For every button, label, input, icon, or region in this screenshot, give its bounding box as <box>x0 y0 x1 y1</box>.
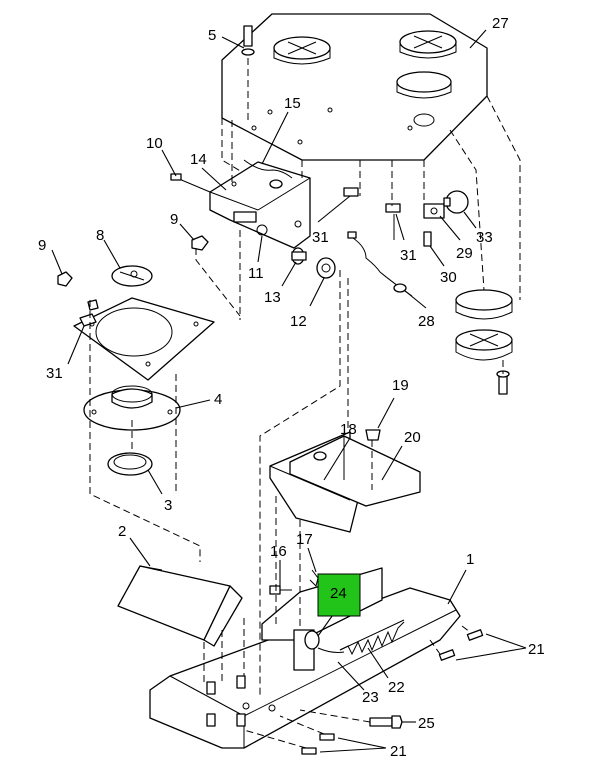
callout-19: 19 <box>392 377 409 394</box>
cover-20 <box>289 435 421 507</box>
callout-20: 20 <box>404 429 421 446</box>
lamp-ring-right <box>455 289 513 320</box>
screw-5 <box>241 25 255 56</box>
spring-22 <box>339 619 405 656</box>
assembly-lines <box>89 58 521 749</box>
housing-2 <box>117 565 243 647</box>
callout-24[interactable]: 24 <box>330 585 347 602</box>
screw-30 <box>423 231 432 247</box>
screw-19 <box>365 429 381 441</box>
harness-28 <box>347 231 413 297</box>
lens-ring-3 <box>107 452 153 476</box>
callout-1: 1 <box>466 551 474 568</box>
base-screws <box>206 675 246 727</box>
bolt-right <box>496 370 510 395</box>
clip-17 <box>309 569 319 587</box>
lamp-dome-right <box>455 329 513 361</box>
callout-11: 11 <box>248 265 264 282</box>
leader-lines <box>51 29 527 753</box>
bracket-14 <box>209 161 311 249</box>
nut-9-left <box>57 271 73 287</box>
grommet-13 <box>291 247 307 265</box>
callout-5: 5 <box>208 27 216 44</box>
bolt-21-upper <box>438 629 484 661</box>
callout-23: 23 <box>362 689 379 706</box>
screw-16 <box>269 585 292 595</box>
lamp-8 <box>111 265 153 287</box>
callout-labels: 5 27 15 10 14 9 9 8 31 4 3 11 31 13 12 3… <box>38 15 545 760</box>
callout-31-left: 31 <box>46 365 63 382</box>
clip-31-center <box>343 187 359 197</box>
socket-29 <box>423 203 445 219</box>
callout-2: 2 <box>118 523 126 540</box>
callout-29: 29 <box>456 245 473 262</box>
callout-27: 27 <box>492 15 509 32</box>
callout-9-left: 9 <box>38 237 46 254</box>
callout-30: 30 <box>440 269 457 286</box>
callout-21-right: 21 <box>528 641 545 658</box>
gasket-plate <box>73 297 215 381</box>
clip-31-right <box>385 203 401 240</box>
callout-3: 3 <box>164 497 172 514</box>
callout-28: 28 <box>418 313 435 330</box>
wire-15 <box>243 159 293 189</box>
nut-31-left <box>79 299 99 327</box>
rod-10 <box>170 173 211 193</box>
bulb-33 <box>443 190 469 214</box>
callout-31-center: 31 <box>312 229 329 246</box>
callout-31-right: 31 <box>400 247 417 264</box>
callout-16: 16 <box>270 543 287 560</box>
callout-18: 18 <box>340 421 357 438</box>
callout-15: 15 <box>284 95 301 112</box>
lens-12 <box>316 257 336 279</box>
top-plate-27 <box>221 13 488 161</box>
callout-4: 4 <box>214 391 222 408</box>
flange-4 <box>83 385 181 431</box>
bolt-25 <box>369 715 403 729</box>
highlight-box-24[interactable] <box>317 573 361 617</box>
callout-13: 13 <box>264 289 281 306</box>
callout-14: 14 <box>190 151 207 168</box>
callout-12: 12 <box>290 313 307 330</box>
callout-21-bottom: 21 <box>390 743 407 760</box>
callout-9-top: 9 <box>170 211 178 228</box>
callout-25: 25 <box>418 715 435 732</box>
nut-9 <box>191 235 209 251</box>
callout-17: 17 <box>296 531 313 548</box>
callout-8: 8 <box>96 227 104 244</box>
bolt-21-lower <box>301 733 335 755</box>
callout-10: 10 <box>146 135 163 152</box>
callout-33: 33 <box>476 229 493 246</box>
callout-22: 22 <box>388 679 405 696</box>
bracket-23 <box>293 629 345 671</box>
